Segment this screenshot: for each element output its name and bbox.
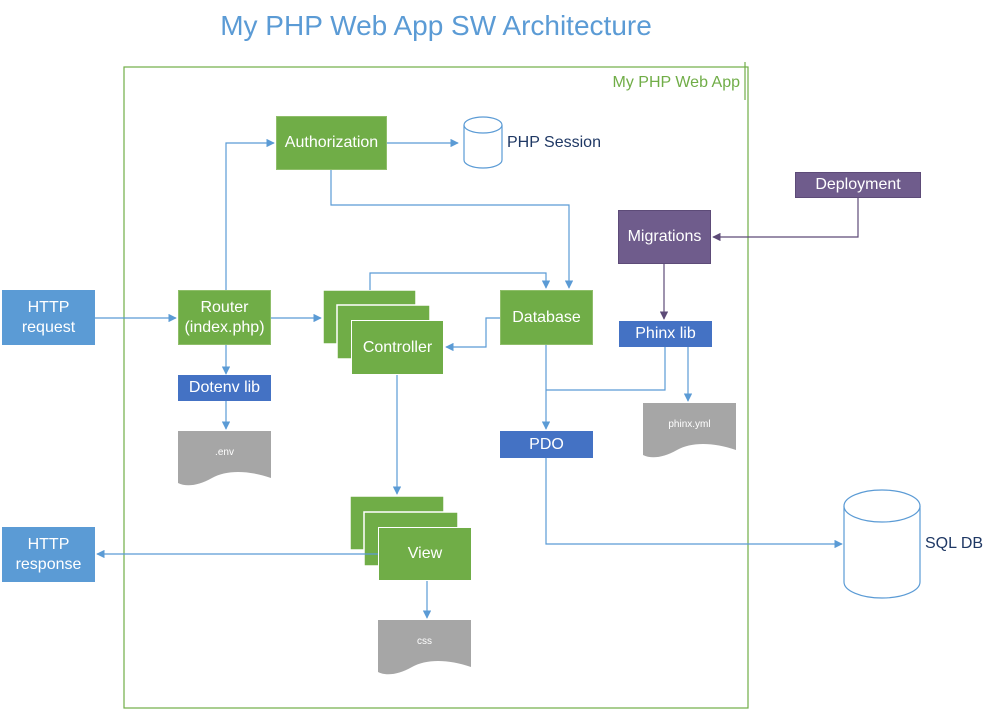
env-file-label: .env xyxy=(215,447,234,458)
sql-db-cylinder-icon xyxy=(843,489,921,599)
controller-node: Controller xyxy=(351,320,444,375)
php-session-cylinder-icon xyxy=(463,116,503,169)
http-request-node: HTTP request xyxy=(2,290,95,345)
migrations-node: Migrations xyxy=(618,210,711,264)
dotenv-lib-node: Dotenv lib xyxy=(178,375,271,401)
http-response-node: HTTP response xyxy=(2,527,95,582)
phinx-lib-node: Phinx lib xyxy=(619,321,712,347)
edge-phinx-pdo xyxy=(546,347,666,391)
sql-db-label: SQL DB xyxy=(925,535,984,552)
router-node: Router (index.php) xyxy=(178,290,271,345)
deployment-node: Deployment xyxy=(795,172,921,198)
view-node: View xyxy=(378,527,472,581)
phinx-yml-label: phinx.yml xyxy=(668,419,711,430)
authorization-node: Authorization xyxy=(276,116,387,170)
edge-database-controller xyxy=(445,317,500,352)
css-file-label: css xyxy=(417,636,432,647)
edge-deployment-migrations xyxy=(712,198,859,242)
app-frame xyxy=(123,66,749,709)
env-document-icon xyxy=(178,431,271,486)
diagram-title: My PHP Web App SW Architecture xyxy=(220,10,652,41)
edge-pdo-sqldb xyxy=(545,458,843,549)
css-document-icon xyxy=(378,620,471,675)
phinx-yml-document-icon xyxy=(643,403,736,458)
edge-authorization-database xyxy=(330,170,574,289)
database-node: Database xyxy=(500,290,593,345)
php-session-label: PHP Session xyxy=(507,134,601,151)
app-frame-label: My PHP Web App xyxy=(612,74,740,91)
pdo-node: PDO xyxy=(500,431,593,458)
edge-controller-database xyxy=(369,272,551,290)
edge-router-authorization xyxy=(225,138,275,290)
